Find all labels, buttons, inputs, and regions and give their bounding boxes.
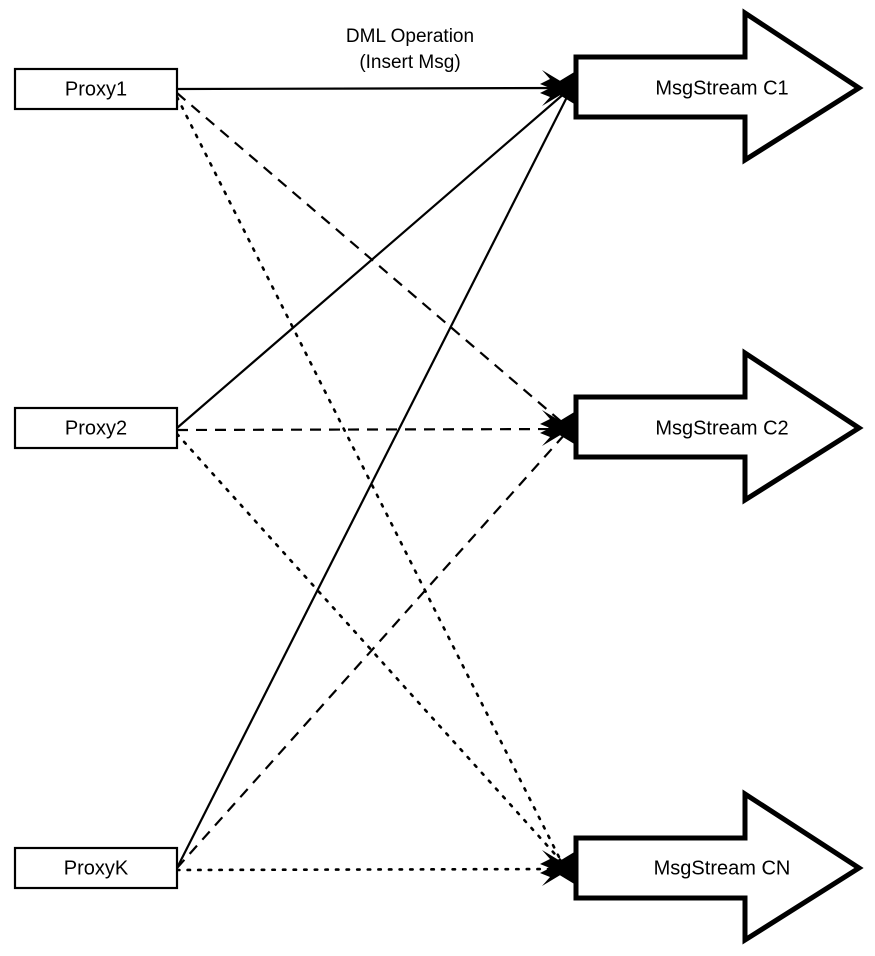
link-p1_c1 (176, 86, 567, 91)
arrowhead-core-head_c2 (548, 411, 576, 445)
proxy-label-proxy1: Proxy1 (65, 78, 127, 100)
stream-label-stream_cn: MsgStream CN (654, 857, 791, 879)
dml-operation-label-line2: (Insert Msg) (359, 52, 460, 73)
link-p2_c2 (176, 427, 565, 432)
stream-node-stream_c2[interactable]: MsgStream C2 (573, 348, 864, 505)
dml-operation-label-line1: DML Operation (346, 26, 474, 47)
block-arrow-icon-stream_c2[interactable] (573, 348, 864, 505)
block-arrow-icon-stream_c1[interactable] (573, 8, 864, 165)
block-arrow-icon-stream_cn[interactable] (573, 789, 864, 945)
stream-label-stream_c1: MsgStream C1 (655, 77, 788, 99)
link-pk_c2 (176, 432, 567, 869)
stream-nodes-layer: MsgStream C1 MsgStream C2 MsgStream CN (573, 8, 864, 945)
stream-node-stream_c1[interactable]: MsgStream C1 (573, 8, 864, 165)
proxy-box-proxyk[interactable] (13, 846, 179, 890)
link-pk_cn (175, 867, 564, 872)
proxy-label-proxy2: Proxy2 (65, 417, 127, 439)
link-p1_cn (175, 95, 564, 865)
proxy-node-proxyk[interactable]: ProxyK (13, 846, 179, 890)
proxy-node-proxy1[interactable]: Proxy1 (13, 67, 179, 111)
proxy-node-proxy2[interactable]: Proxy2 (13, 406, 179, 450)
stream-label-stream_c2: MsgStream C2 (655, 417, 788, 439)
proxy-label-proxyk: ProxyK (64, 857, 129, 879)
link-p1_c2 (176, 92, 565, 425)
link-p2_cn (175, 432, 564, 864)
proxy-box-proxy1[interactable] (13, 67, 179, 111)
link-p2_c1 (176, 91, 567, 429)
edge-label-group: DML Operation (Insert Msg) (346, 26, 474, 73)
link-pk_c1 (176, 94, 569, 869)
arrowheads-layer (540, 70, 576, 886)
proxy-box-proxy2[interactable] (13, 406, 179, 450)
arrowhead-core-head_c1 (548, 71, 576, 105)
links-layer (175, 86, 569, 872)
stream-node-stream_cn[interactable]: MsgStream CN (573, 789, 864, 945)
arrowhead-core-head_cn (548, 851, 576, 885)
